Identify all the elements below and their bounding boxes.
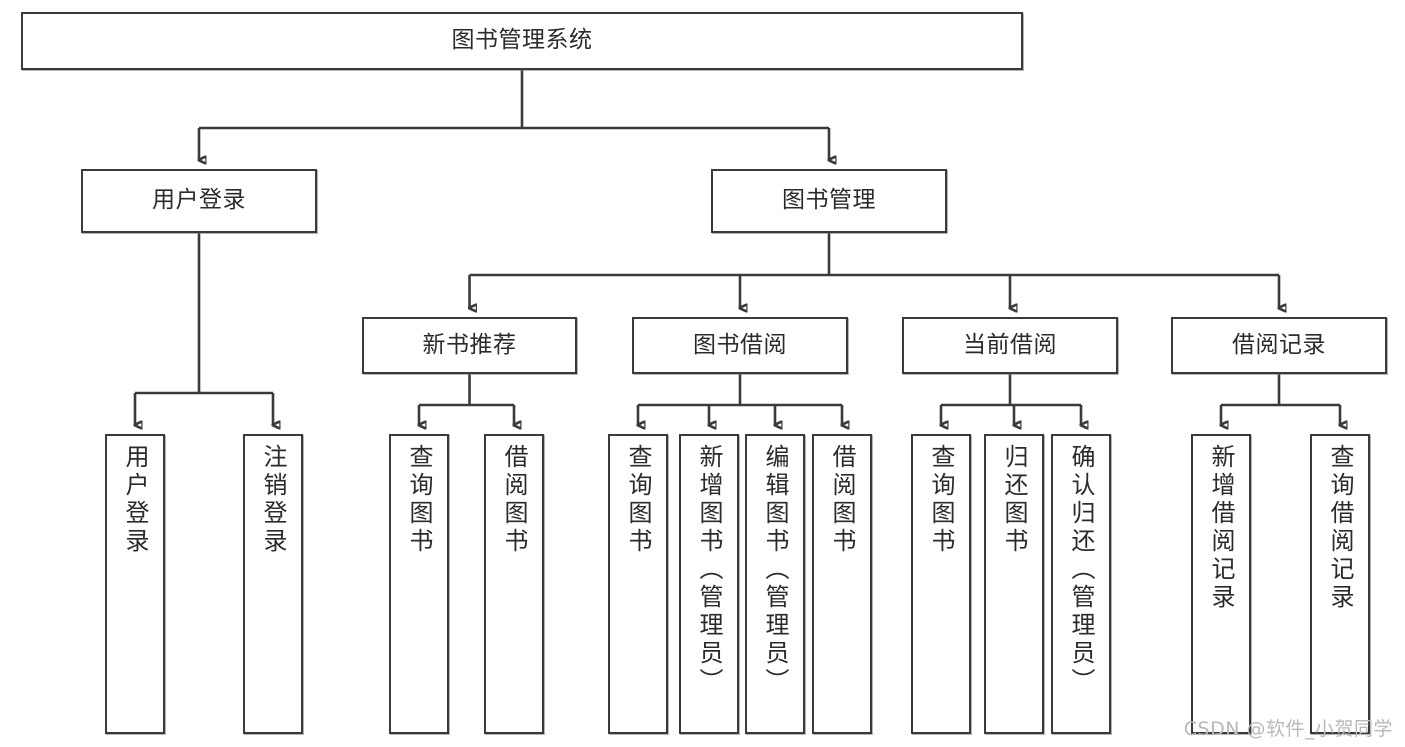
node-label-book-borrow: 图书借阅 [693, 331, 787, 358]
node-leaf-query-book-3[interactable]: 查询图书 [911, 434, 971, 734]
node-label-leaf-query-book-1: 查询图书 [405, 444, 433, 556]
node-label-leaf-borrow-book-2: 借阅图书 [828, 444, 856, 556]
node-label-leaf-query-book-2: 查询图书 [624, 444, 652, 556]
watermark-text: CSDN @软件_小贺同学 [1183, 718, 1393, 740]
node-leaf-confirm-return[interactable]: 确认归还（管理员） [1051, 434, 1111, 734]
node-label-leaf-borrow-book-1: 借阅图书 [500, 444, 528, 556]
node-book-manage[interactable]: 图书管理 [711, 169, 947, 233]
node-leaf-add-book[interactable]: 新增图书（管理员） [679, 434, 739, 734]
node-leaf-query-record[interactable]: 查询借阅记录 [1310, 434, 1370, 734]
node-label-leaf-user-logout: 注销登录 [259, 444, 287, 556]
node-leaf-query-book-1[interactable]: 查询图书 [389, 434, 449, 734]
node-label-root: 图书管理系统 [451, 27, 593, 54]
node-leaf-query-book-2[interactable]: 查询图书 [608, 434, 668, 734]
node-root[interactable]: 图书管理系统 [21, 12, 1023, 70]
node-label-borrow-record: 借阅记录 [1232, 331, 1326, 358]
node-label-leaf-query-record: 查询借阅记录 [1326, 444, 1354, 612]
node-label-leaf-return-book: 归还图书 [1000, 444, 1028, 556]
node-user-login[interactable]: 用户登录 [81, 169, 317, 233]
node-label-book-manage: 图书管理 [782, 187, 876, 214]
node-label-leaf-confirm-return: 确认归还（管理员） [1067, 444, 1095, 696]
node-label-leaf-query-book-3: 查询图书 [927, 444, 955, 556]
node-label-leaf-user-login: 用户登录 [121, 444, 149, 556]
node-leaf-borrow-book-2[interactable]: 借阅图书 [812, 434, 872, 734]
node-label-leaf-edit-book: 编辑图书（管理员） [761, 444, 789, 696]
node-current-borrow[interactable]: 当前借阅 [902, 317, 1118, 374]
node-leaf-borrow-book-1[interactable]: 借阅图书 [484, 434, 544, 734]
node-leaf-add-record[interactable]: 新增借阅记录 [1191, 434, 1251, 734]
node-leaf-user-logout[interactable]: 注销登录 [243, 434, 303, 734]
node-label-leaf-add-record: 新增借阅记录 [1207, 444, 1235, 612]
node-label-new-book-rec: 新书推荐 [422, 331, 517, 358]
node-label-user-login: 用户登录 [152, 187, 246, 214]
node-leaf-return-book[interactable]: 归还图书 [984, 434, 1044, 734]
node-book-borrow[interactable]: 图书借阅 [632, 317, 848, 374]
node-label-leaf-add-book: 新增图书（管理员） [695, 444, 723, 696]
node-label-current-borrow: 当前借阅 [963, 331, 1057, 358]
node-leaf-user-login[interactable]: 用户登录 [105, 434, 165, 734]
node-leaf-edit-book[interactable]: 编辑图书（管理员） [745, 434, 805, 734]
node-borrow-record[interactable]: 借阅记录 [1171, 317, 1387, 374]
node-new-book-rec[interactable]: 新书推荐 [362, 317, 577, 374]
